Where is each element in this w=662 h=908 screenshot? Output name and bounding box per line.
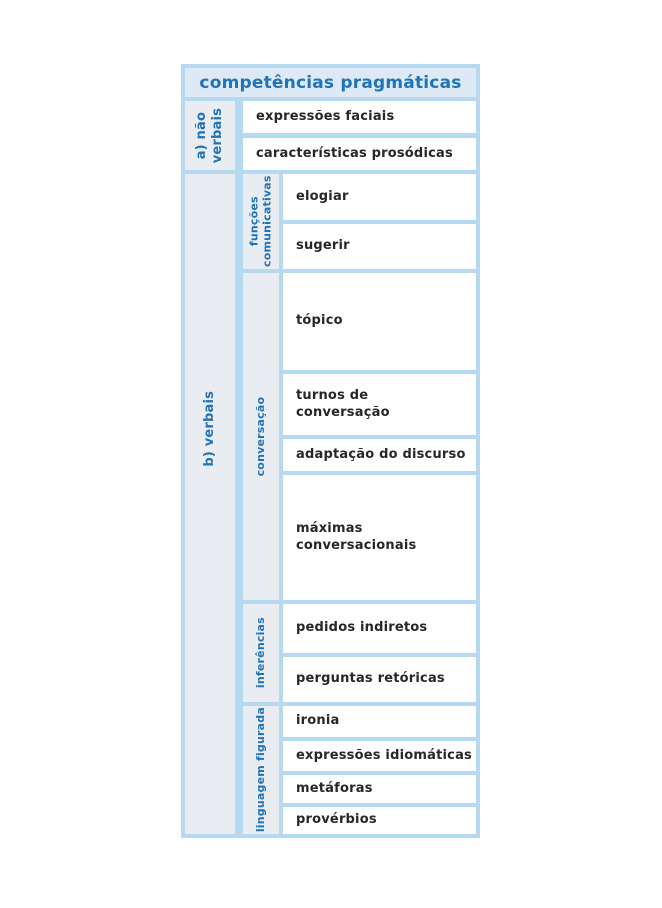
group-conversation-label: conversação [254,396,268,477]
section-verbal: b) verbais funções comunicativas elogiar… [185,174,476,834]
table-row: características prosódicas [243,138,476,170]
group-conversation-label-cell: conversação [243,273,279,600]
table-row: ironia [283,706,476,737]
table-row: provérbios [283,807,476,834]
group-conversation: conversação tópico turnos de conversação… [243,273,476,600]
section-verbal-label: b) verbais [202,391,218,467]
section-nonverbal-label: a) não verbais [194,107,225,164]
section-verbal-label-cell: b) verbais [185,174,235,834]
table-row: turnos de conversação [283,374,476,435]
table-row: sugerir [283,224,476,269]
section-nonverbal: a) não verbais expressões faciais caract… [185,101,476,170]
table-row: adaptação do discurso [283,439,476,471]
group-figurative-language-label-cell: linguagem figurada [243,706,279,834]
table-row: expressões faciais [243,101,476,133]
group-inferences-label-cell: inferências [243,604,279,702]
pragmatic-competencies-table: competências pragmáticas a) não verbais … [181,64,480,838]
table-row: metáforas [283,775,476,803]
group-communicative-functions-label: funções comunicativas [247,175,274,268]
group-figurative-language: linguagem figurada ironia expressões idi… [243,706,476,834]
group-inferences: inferências pedidos indiretos perguntas … [243,604,476,702]
section-nonverbal-rows: expressões faciais características prosó… [243,101,476,170]
table-row: tópico [283,273,476,370]
table-row: pedidos indiretos [283,604,476,653]
group-inferences-label: inferências [254,617,268,689]
group-communicative-functions: funções comunicativas elogiar sugerir [243,174,476,269]
table-title: competências pragmáticas [185,68,476,97]
group-communicative-functions-label-cell: funções comunicativas [243,174,279,269]
table-row: expressões idiomáticas [283,741,476,771]
table-row: elogiar [283,174,476,220]
table-row: máximas conversacionais [283,475,476,600]
section-nonverbal-label-cell: a) não verbais [185,101,235,170]
section-verbal-groups: funções comunicativas elogiar sugerir co… [243,174,476,834]
group-figurative-language-label: linguagem figurada [254,707,268,833]
table-row: perguntas retóricas [283,657,476,702]
